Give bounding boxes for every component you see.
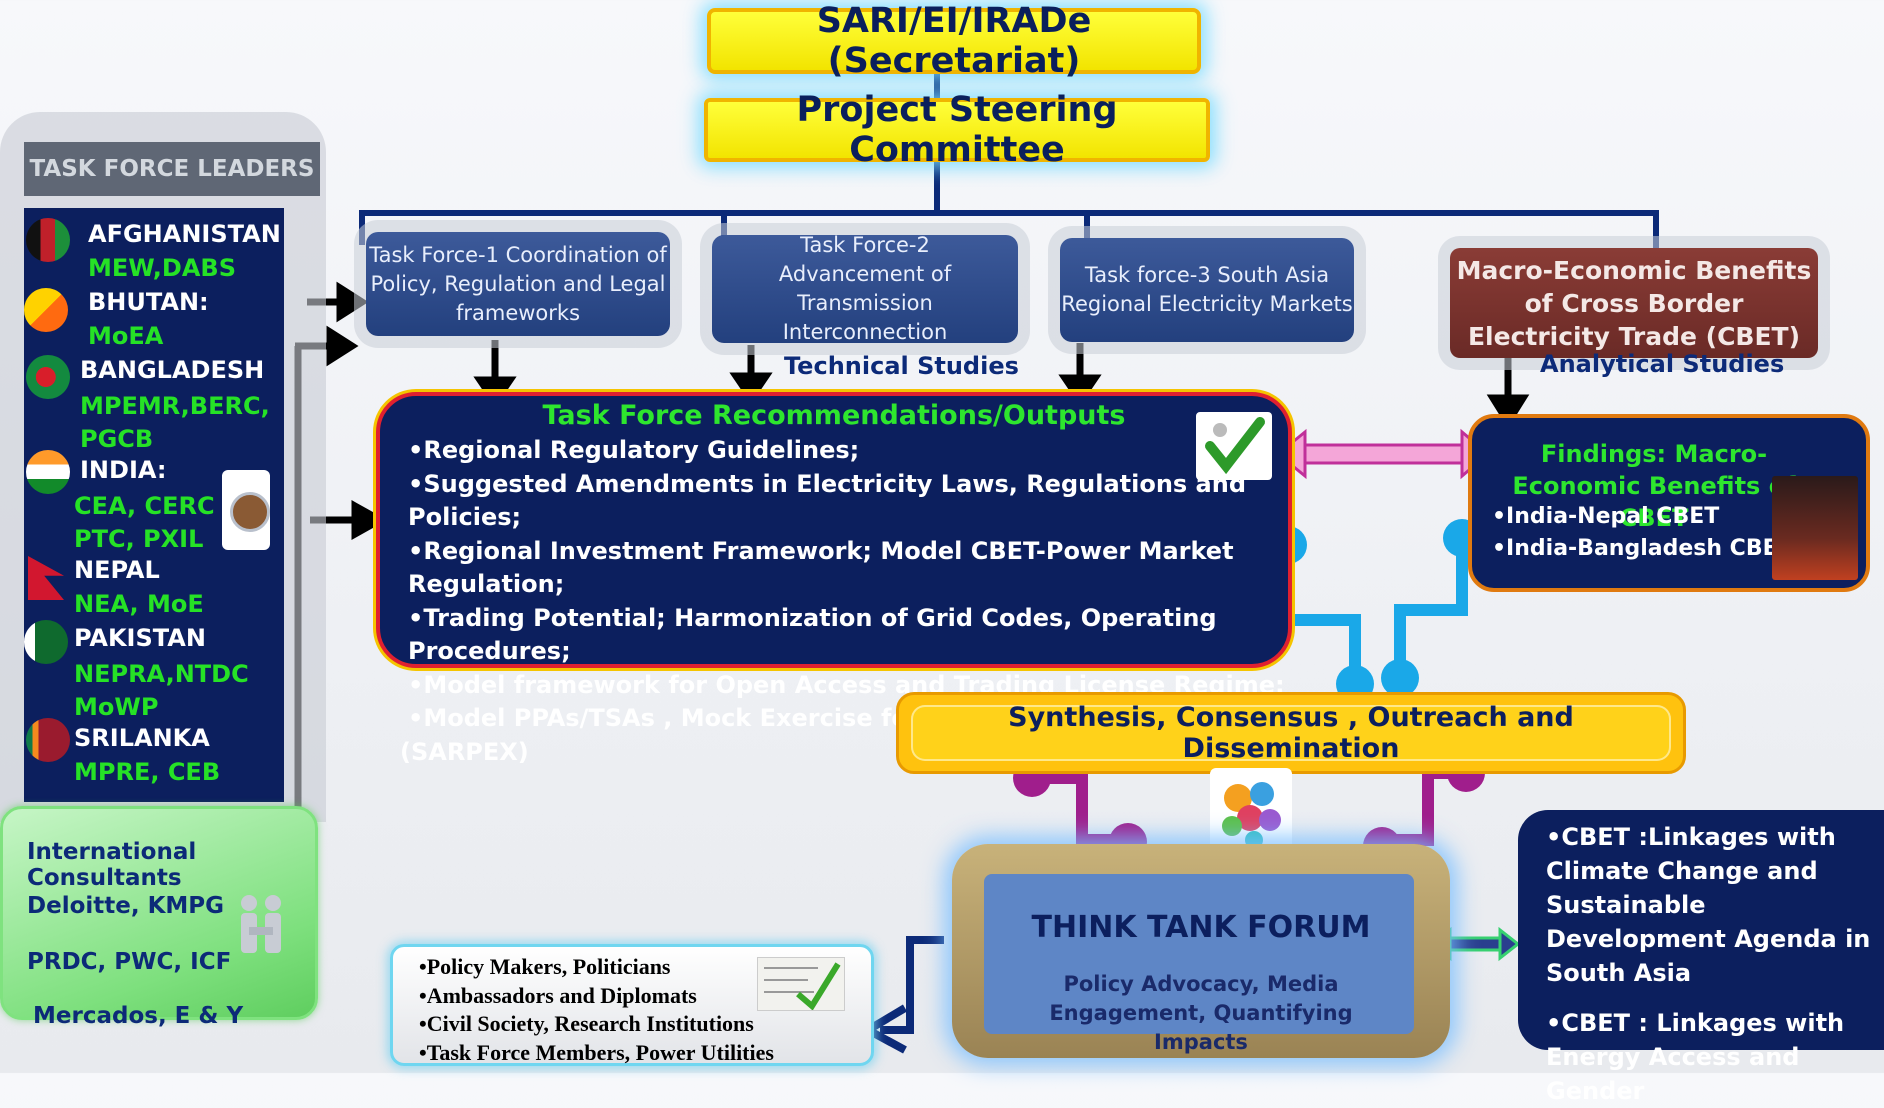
country-name: NEPAL (74, 556, 160, 584)
down-arrows (473, 340, 1530, 429)
country-name: BHUTAN: (88, 288, 209, 316)
country-name: SRILANKA (74, 724, 210, 752)
meeting-table-icon (222, 470, 270, 550)
country-org: MPRE, CEB (74, 758, 221, 786)
secretariat-box: SARI/EI/IRADe (Secretariat) (707, 1, 1201, 81)
afghanistan-flag-icon (26, 218, 70, 262)
advocacy-note-icon (757, 957, 845, 1011)
country-name: INDIA: (80, 456, 167, 484)
task-force-1-label: Task Force-1 Coordination of Policy, Reg… (369, 242, 667, 325)
bhutan-flag-icon (24, 288, 68, 332)
recommendation-item: •Suggested Amendments in Electricity Law… (408, 469, 1247, 532)
pakistan-flag-icon (24, 620, 68, 664)
stakeholder-item: •Task Force Members, Power Utilities (419, 1039, 774, 1065)
recommendations-title: Task Force Recommendations/Outputs (542, 400, 1126, 431)
srilanka-flag-icon (26, 718, 70, 762)
stakeholder-item: •Ambassadors and Diplomats (419, 982, 697, 1008)
task-force-1-box: Task Force-1 Coordination of Policy, Reg… (366, 232, 670, 336)
leaders-title-box: TASK FORCE LEADERS (24, 142, 320, 196)
country-org: NEPRA,NTDC MoWP (74, 660, 249, 721)
linkage-item: •CBET :Linkages with Climate Change and … (1546, 823, 1871, 987)
cbet-macro-label: Macro-Economic Benefits of Cross Border … (1456, 255, 1812, 351)
stakeholder-item: •Civil Society, Research Institutions (419, 1011, 754, 1036)
recommendation-item: •Regional Regulatory Guidelines; (408, 436, 860, 464)
country-org: NEA, MoE (74, 590, 204, 618)
linkages-box: •CBET :Linkages with Climate Change and … (1518, 810, 1884, 1105)
synthesis-label: Synthesis, Consensus , Outreach and Diss… (1008, 702, 1574, 764)
stakeholders-box: •Policy Makers, Politicians •Ambassadors… (390, 944, 874, 1066)
task-force-2-box: Task Force-2 Advancement of Transmission… (712, 233, 1018, 344)
country-name: BANGLADESH (80, 356, 265, 384)
bangladesh-flag-icon (26, 355, 70, 399)
findings-title: Findings: Macro-Economic Benefits of CBE… (1512, 440, 1796, 532)
think-tank-box: THINK TANK FORUM Policy Advocacy, Media … (952, 844, 1450, 1058)
country-org: MPEMR,BERC, PGCB (80, 392, 270, 453)
analytical-studies-label: Analytical Studies (1540, 350, 1785, 378)
country-org: MEW,DABS (88, 254, 236, 282)
consultant-item: Mercados, E & Y (33, 1003, 244, 1029)
recommendation-item: •Regional Investment Framework; Model CB… (408, 536, 1234, 599)
recommendations-box: Task Force Recommendations/Outputs •Regi… (376, 392, 1292, 766)
cbet-macro-box: Macro-Economic Benefits of Cross Border … (1450, 248, 1818, 358)
checkmark-icon (1196, 412, 1272, 480)
handshake-icon (235, 889, 287, 979)
leaders-title: TASK FORCE LEADERS (29, 156, 315, 182)
steering-committee-label: Project Steering Committee (796, 90, 1118, 170)
recommendation-item: (SARPEX) (400, 737, 529, 766)
secretariat-label: SARI/EI/IRADe (Secretariat) (816, 1, 1092, 81)
country-name: AFGHANISTAN (88, 220, 281, 248)
task-force-2-label: Task Force-2 Advancement of Transmission… (778, 233, 952, 344)
country-org: CEA, CERC PTC, PXIL (74, 492, 215, 553)
recommendation-item: •Trading Potential; Harmonization of Gri… (408, 603, 1217, 666)
task-force-3-box: Task force-3 South Asia Regional Electri… (1060, 238, 1354, 342)
country-name: PAKISTAN (74, 624, 206, 652)
consultant-item: Deloitte, KMPG (27, 893, 225, 919)
task-force-3-label: Task force-3 South Asia Regional Electri… (1061, 263, 1353, 316)
consultants-box: International Consultants Deloitte, KMPG… (0, 806, 318, 1029)
linkage-item: •CBET : Linkages with Energy Access and … (1546, 1009, 1845, 1105)
synthesis-bar: Synthesis, Consensus , Outreach and Diss… (896, 692, 1686, 774)
technical-studies-label: Technical Studies (784, 352, 1019, 380)
think-tank-title: THINK TANK FORUM (1031, 910, 1371, 945)
steering-committee-box: Project Steering Committee (704, 90, 1210, 170)
stakeholder-item: •Policy Makers, Politicians (419, 954, 671, 979)
country-org: MoEA (88, 322, 164, 350)
findings-item: •India-Bangladesh CBET (1492, 536, 1793, 561)
consultant-item: PRDC, PWC, ICF (27, 949, 232, 975)
pink-double-arrow (1275, 428, 1491, 480)
india-flag-icon (26, 450, 70, 494)
findings-item: •India-Nepal CBET (1492, 504, 1720, 529)
think-tank-subtitle: Policy Advocacy, Media Engagement, Quant… (1049, 972, 1353, 1054)
power-grid-image-icon (1772, 476, 1858, 580)
findings-box: Findings: Macro-Economic Benefits of CBE… (1468, 414, 1870, 592)
consultants-title: International Consultants (27, 839, 197, 891)
